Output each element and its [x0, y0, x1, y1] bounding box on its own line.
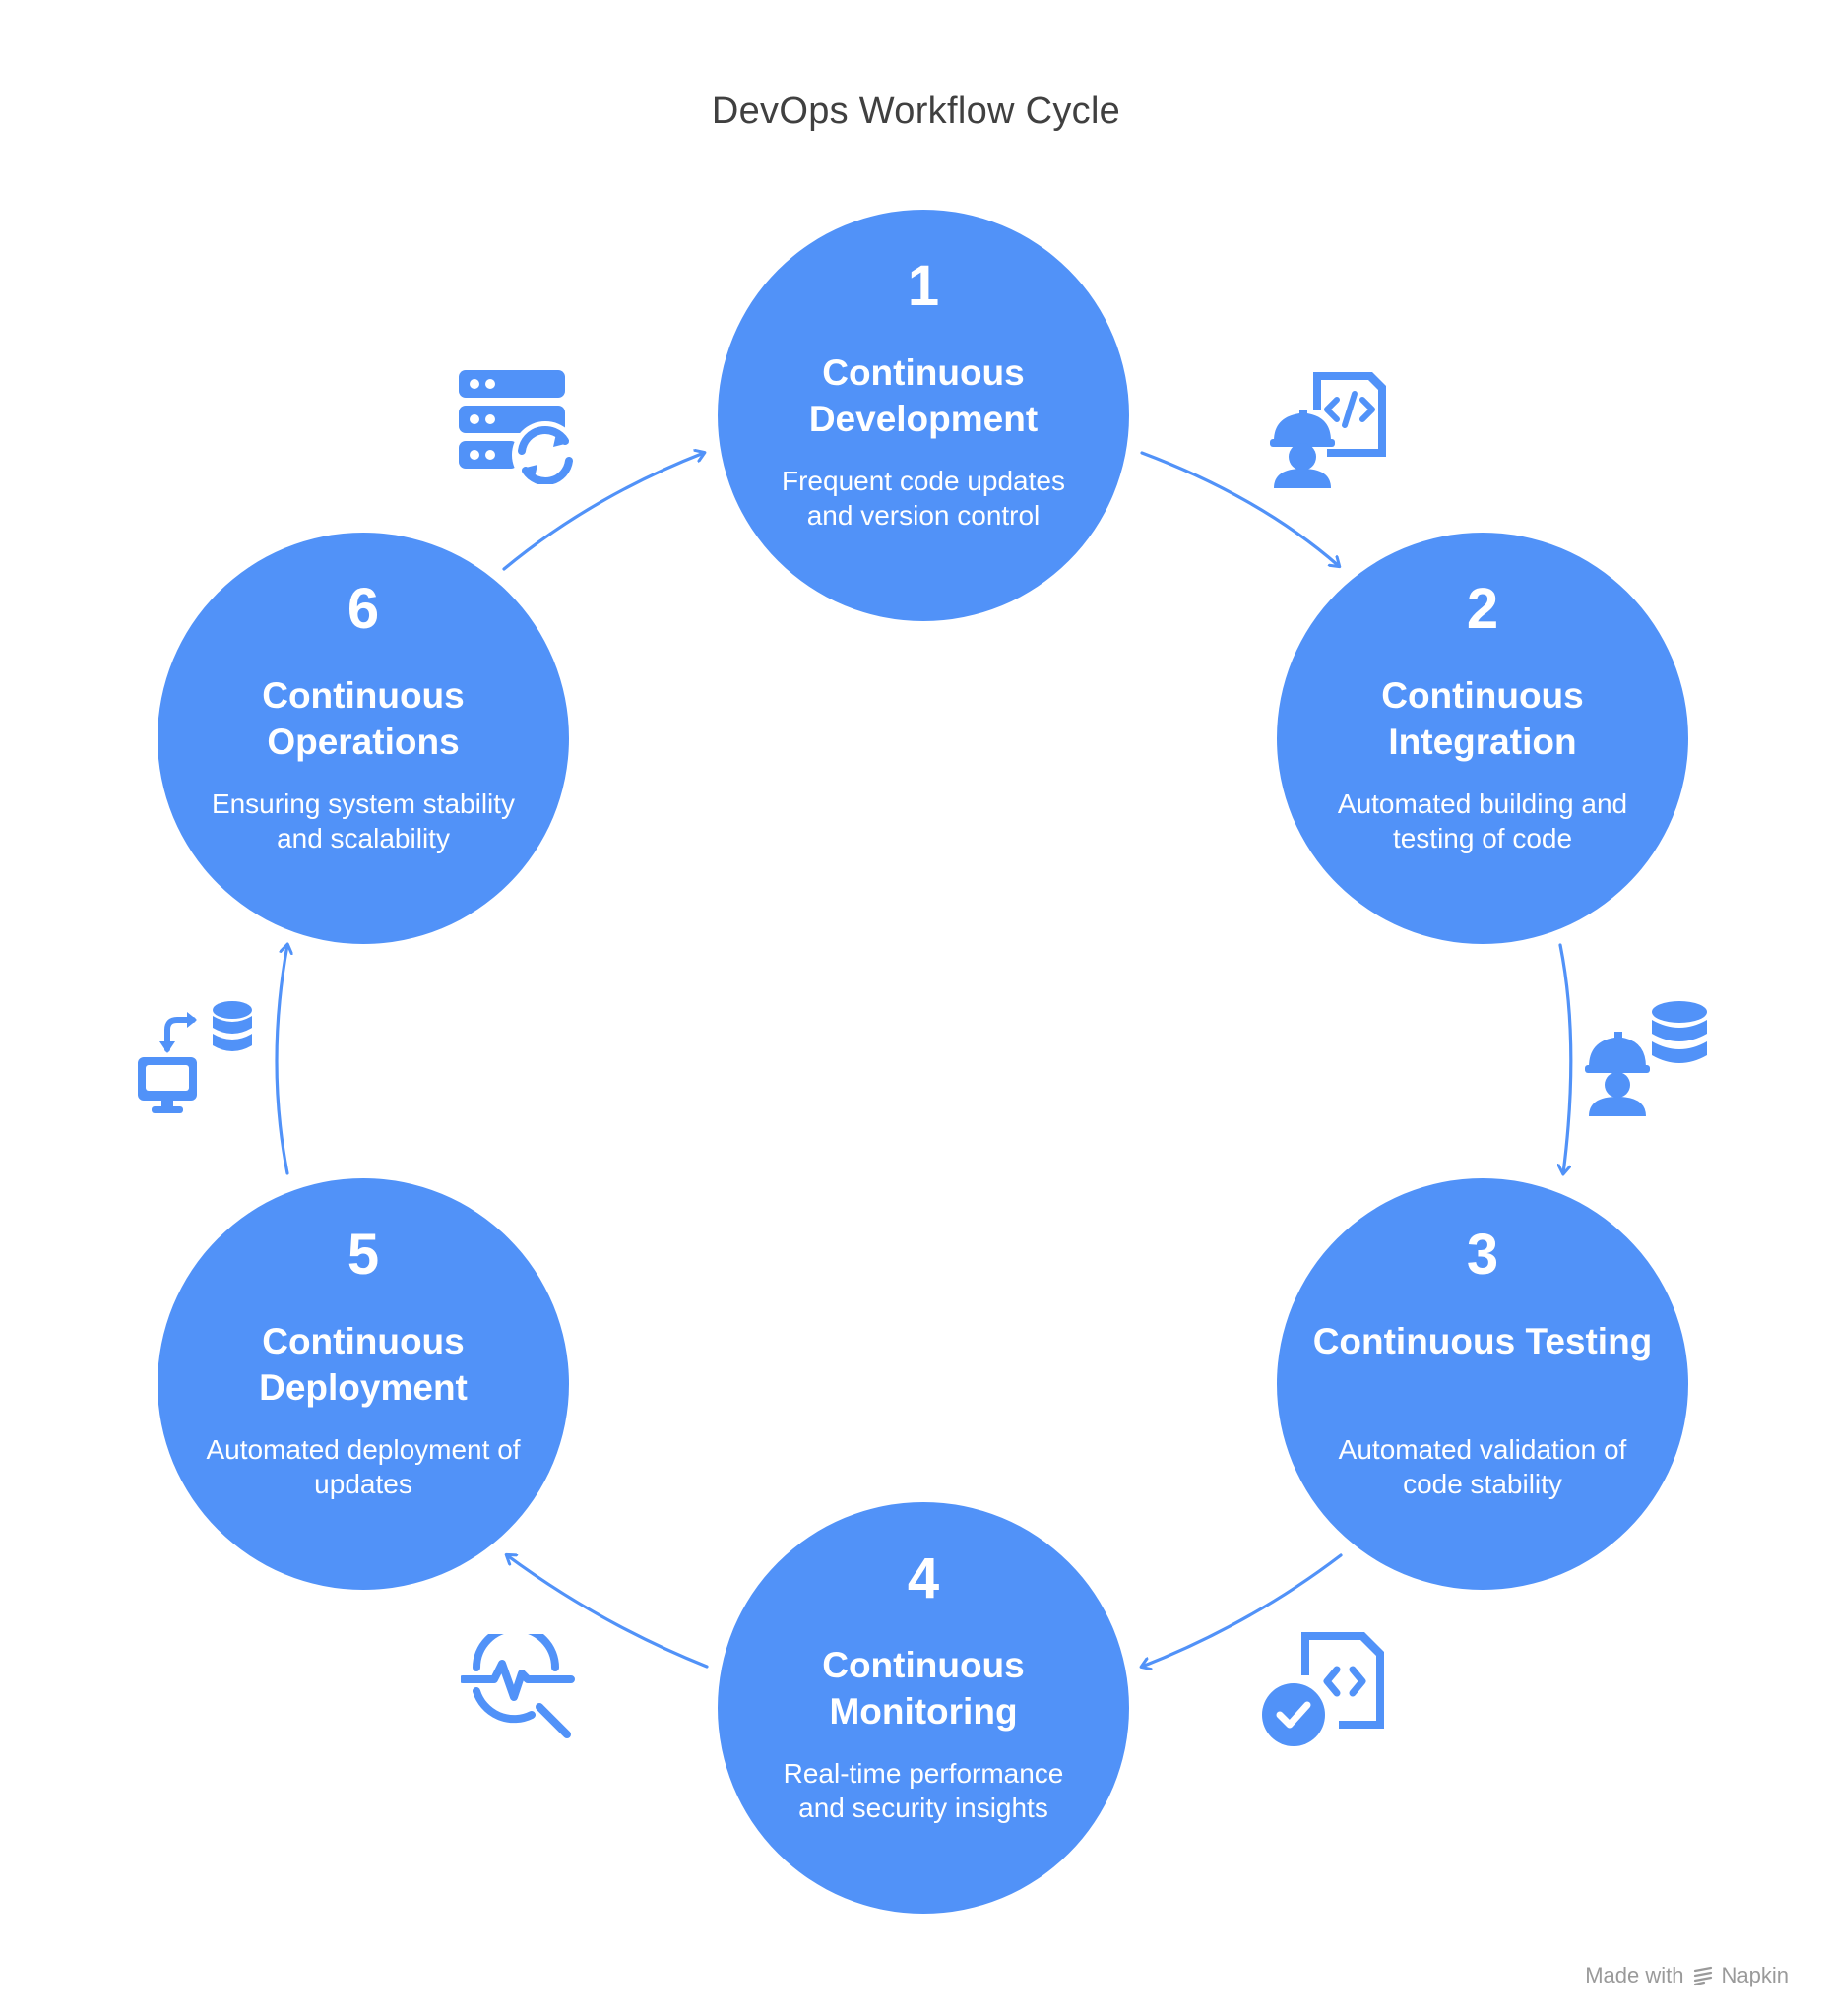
arrow-1-to-2	[1140, 451, 1339, 566]
arrow-3-to-4	[1142, 1553, 1343, 1667]
made-with-napkin: Made with Napkin	[1585, 1963, 1789, 1988]
code-check-icon	[1262, 1632, 1384, 1746]
made-with-label: Made with	[1585, 1963, 1684, 1987]
computer-database-transfer-icon	[138, 1001, 252, 1113]
arrow-4-to-5	[507, 1555, 709, 1669]
step-name: Continuous Testing	[1312, 1321, 1653, 1361]
step-description: Frequent code updates and version contro…	[782, 466, 1065, 531]
arrow-2-to-3	[1560, 943, 1573, 1173]
step-node-6: 6 Continuous Operations Ensuring system …	[158, 533, 569, 944]
step-description: Automated deployment of updates	[206, 1434, 521, 1499]
step-description: Real-time performance and security insig…	[783, 1758, 1064, 1823]
step-node-4: 4 Continuous Monitoring Real-time perfor…	[718, 1502, 1129, 1914]
step-number: 6	[347, 577, 380, 641]
arrow-6-to-1	[502, 453, 704, 571]
step-number: 1	[907, 254, 940, 318]
diagram-title: DevOps Workflow Cycle	[711, 91, 1121, 132]
monitoring-search-icon	[461, 1634, 575, 1738]
napkin-logo-icon	[1693, 1966, 1712, 1986]
step-number: 5	[347, 1223, 380, 1287]
step-node-5: 5 Continuous Deployment Automated deploy…	[158, 1178, 569, 1590]
step-name: Continuous Integration	[1381, 675, 1584, 762]
step-description: Ensuring system stability and scalabilit…	[211, 788, 516, 853]
worker-database-icon	[1585, 1001, 1707, 1116]
step-name: Continuous Operations	[262, 675, 465, 762]
step-description: Automated validation of code stability	[1338, 1434, 1627, 1499]
step-name: Continuous Development	[808, 352, 1039, 439]
step-number: 4	[907, 1546, 940, 1610]
step-node-3: 3 Continuous Testing Automated validatio…	[1277, 1178, 1688, 1590]
arrow-5-to-6	[275, 945, 287, 1175]
step-number: 3	[1466, 1223, 1499, 1287]
step-node-1: 1 Continuous Development Frequent code u…	[718, 210, 1129, 621]
step-name: Continuous Deployment	[259, 1321, 468, 1408]
napkin-brand: Napkin	[1721, 1963, 1789, 1987]
step-name: Continuous Monitoring	[822, 1645, 1025, 1732]
step-number: 2	[1466, 577, 1499, 641]
worker-code-icon	[1270, 372, 1386, 488]
step-description: Automated building and testing of code	[1337, 788, 1628, 853]
step-node-2: 2 Continuous Integration Automated build…	[1277, 533, 1688, 944]
server-sync-icon	[459, 370, 577, 484]
